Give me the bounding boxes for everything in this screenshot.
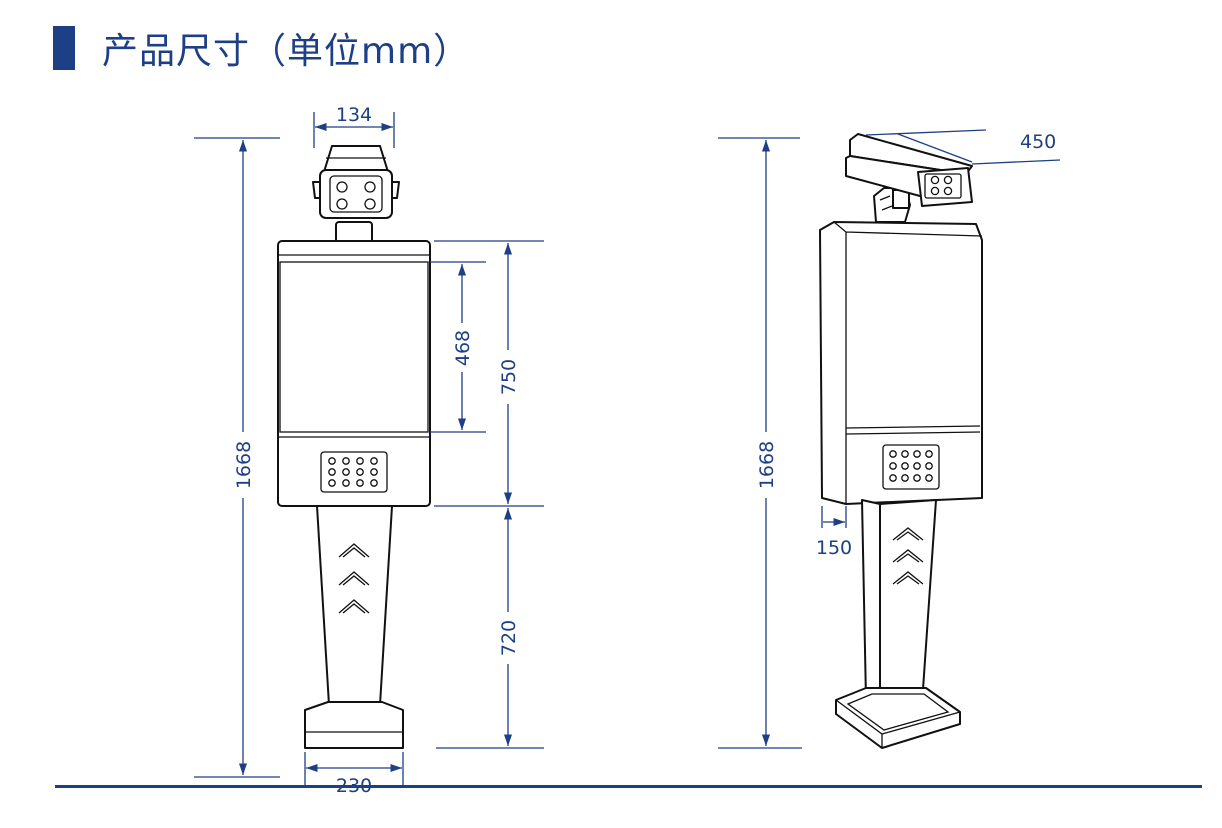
front-base bbox=[304, 701, 404, 749]
dim-base-width: 230 bbox=[304, 752, 404, 797]
dim-head-width-label: 134 bbox=[336, 104, 372, 126]
dim-cabinet-height: 750 bbox=[434, 240, 544, 507]
dim-head-width: 134 bbox=[313, 104, 395, 148]
side-base bbox=[835, 687, 961, 749]
front-view: 134 1668 468 750 bbox=[194, 104, 544, 797]
dim-pillar-height-label: 720 bbox=[498, 620, 520, 656]
dim-camera-length-label: 450 bbox=[1020, 131, 1056, 153]
dim-cabinet-depth-label: 150 bbox=[816, 537, 852, 559]
side-view: 450 1668 150 bbox=[718, 129, 1061, 749]
dim-front-total-height: 1668 bbox=[194, 137, 280, 778]
dim-front-total-height-label: 1668 bbox=[233, 441, 255, 489]
page-title: 产品尺寸（单位mm） bbox=[102, 31, 471, 72]
dim-screen-height: 468 bbox=[430, 261, 486, 433]
dim-cabinet-depth: 150 bbox=[816, 506, 852, 559]
side-cabinet bbox=[819, 221, 983, 505]
bottom-divider bbox=[55, 785, 1202, 788]
title-accent-bar bbox=[53, 26, 75, 70]
dim-pillar-height: 720 bbox=[436, 508, 544, 749]
front-pillar bbox=[316, 505, 393, 706]
dim-screen-height-label: 468 bbox=[452, 330, 474, 366]
dim-camera-length: 450 bbox=[865, 129, 1061, 165]
side-pillar bbox=[861, 499, 937, 707]
front-camera-head bbox=[312, 145, 400, 245]
front-cabinet bbox=[277, 240, 431, 507]
side-camera bbox=[845, 133, 973, 223]
dim-side-total-height: 1668 bbox=[718, 137, 802, 749]
dim-side-total-height-label: 1668 bbox=[756, 441, 778, 489]
dim-cabinet-height-label: 750 bbox=[498, 359, 520, 395]
